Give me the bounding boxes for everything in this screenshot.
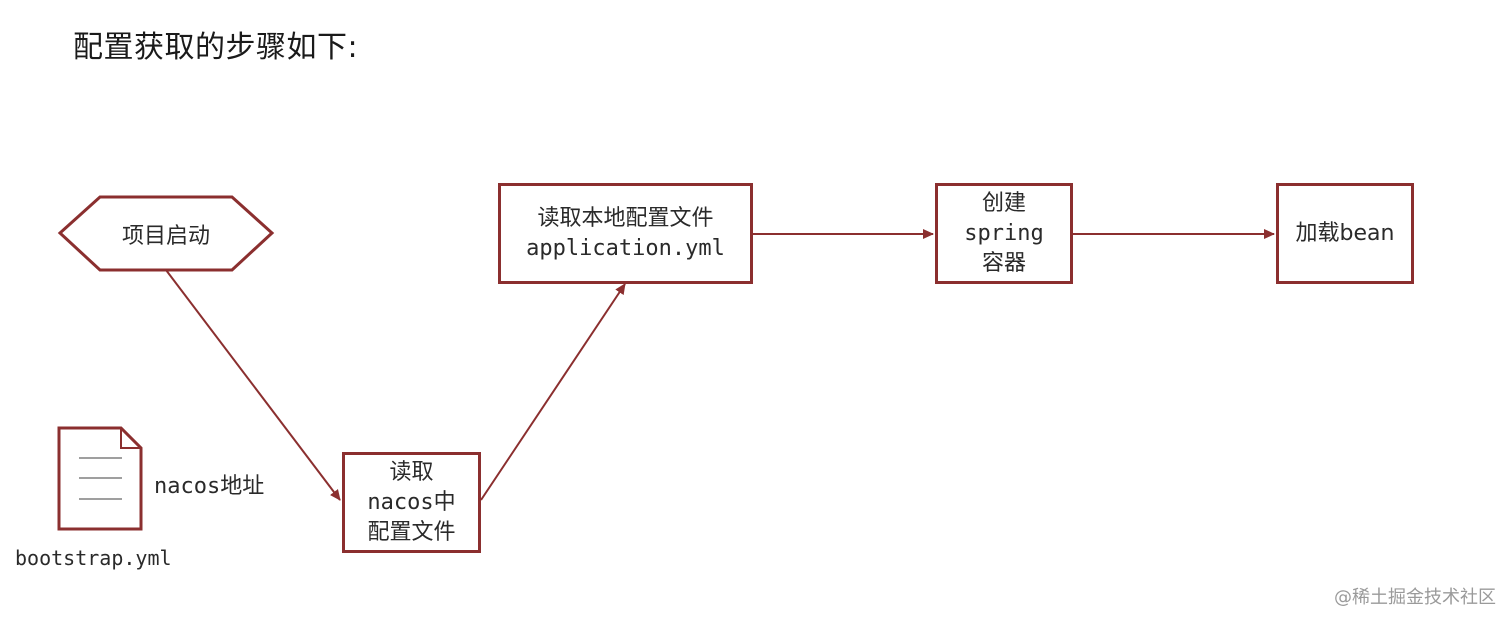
document-icon <box>57 426 143 531</box>
read-nacos-line2: nacos中 <box>367 489 456 515</box>
arrow-start-to-nacos <box>165 269 341 501</box>
start-hexagon <box>57 195 275 272</box>
read-nacos-line3: 配置文件 <box>367 519 456 545</box>
read-local-node: 读取本地配置文件 application.yml <box>498 183 753 284</box>
read-local-line1: 读取本地配置文件 <box>537 205 714 231</box>
load-bean-label: 加载bean <box>1295 220 1395 246</box>
arrow-nacos-to-local <box>480 283 626 501</box>
read-local-line2: application.yml <box>526 235 725 261</box>
page-title: 配置获取的步骤如下: <box>73 30 359 65</box>
read-nacos-node: 读取 nacos中 配置文件 <box>342 452 481 553</box>
bootstrap-filename: bootstrap.yml <box>15 546 172 570</box>
create-spring-node: 创建 spring 容器 <box>935 183 1073 284</box>
read-nacos-line1: 读取 <box>389 459 434 485</box>
watermark: @稀土掘金技术社区 <box>1334 587 1496 608</box>
create-spring-line1: 创建 <box>981 190 1026 216</box>
create-spring-line2: spring <box>964 220 1044 246</box>
create-spring-line3: 容器 <box>981 250 1026 276</box>
start-node-label: 项目启动 <box>121 224 210 249</box>
nacos-address-label: nacos地址 <box>154 474 265 499</box>
load-bean-node: 加载bean <box>1276 183 1414 284</box>
